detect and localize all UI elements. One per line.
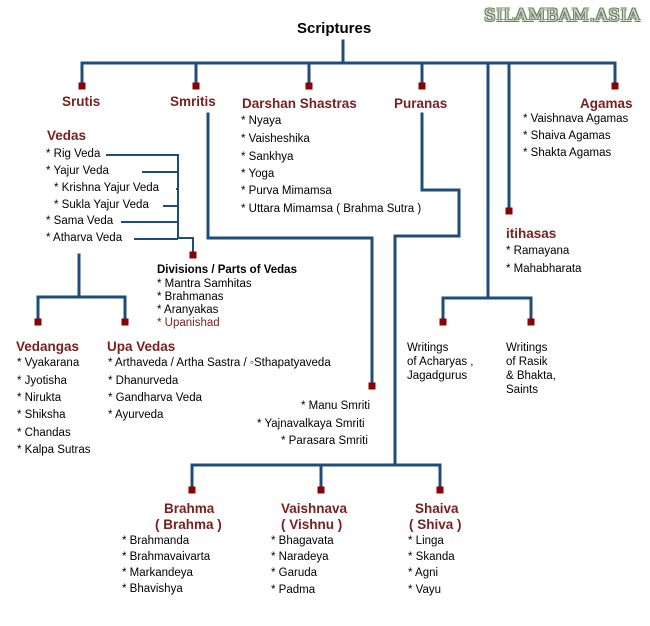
vaishnava-item: * Naradeya	[271, 551, 329, 563]
divisions-heading: Divisions / Parts of Vedas	[157, 264, 297, 276]
vaishnava-item: * Bhagavata	[271, 535, 334, 547]
connector-line	[393, 112, 461, 467]
node-marker	[436, 486, 444, 494]
node-marker	[192, 82, 200, 90]
srutis-heading: Srutis	[62, 94, 101, 109]
node-marker	[121, 318, 129, 326]
darshan-item: * Uttara Mimamsa ( Brahma Sutra )	[241, 203, 422, 215]
shaiva-heading: Shaiva	[415, 501, 459, 516]
shaiva-item: * Vayu	[408, 584, 442, 596]
shaiva-item: * Agni	[408, 567, 439, 579]
node-marker	[34, 318, 42, 326]
smritis-heading: Smritis	[170, 94, 216, 109]
itihasas-item: * Mahabharata	[506, 263, 582, 275]
node-marker	[305, 82, 313, 90]
agamas-item: * Shaiva Agamas	[523, 130, 611, 142]
upavedas-item: * Ayurveda	[108, 409, 164, 421]
vaishnava-item: * Padma	[271, 584, 316, 596]
node-marker	[188, 486, 196, 494]
vedas-item: * Rig Veda	[46, 148, 101, 160]
upavedas-item: * Gandharva Veda	[108, 392, 202, 404]
node-marker	[418, 82, 426, 90]
node-marker	[439, 318, 447, 326]
vaishnava-heading: Vaishnava	[281, 501, 348, 516]
vedangas-item: * Jyotisha	[17, 375, 67, 387]
vedas-item: * Yajur Veda	[46, 165, 109, 177]
puranas-heading: Puranas	[394, 96, 448, 111]
darshan-heading: Darshan Shastras	[242, 96, 357, 111]
upavedas-heading: Upa Vedas	[107, 339, 176, 354]
site-logo: SILAMBAM.ASIA	[484, 6, 641, 26]
agamas-heading: Agamas	[580, 96, 633, 111]
itihasas-heading: itihasas	[506, 226, 557, 241]
node-marker	[527, 318, 535, 326]
darshan-item: * Nyaya	[241, 115, 282, 127]
vedangas-item: * Chandas	[17, 427, 71, 439]
vaishnava-subheading: ( Vishnu )	[281, 517, 343, 532]
brahma-item: * Bhavishya	[122, 583, 183, 595]
darshan-item: * Vaisheshika	[241, 133, 310, 145]
darshan-item: * Yoga	[241, 168, 275, 180]
agamas-item: * Shakta Agamas	[523, 147, 612, 159]
vedangas-item: * Shiksha	[17, 409, 66, 421]
divisions-item: * Brahmanas	[157, 291, 224, 303]
connector-line	[206, 112, 374, 388]
brahma-subheading: ( Brahma )	[155, 517, 222, 532]
node-marker	[505, 207, 513, 215]
upavedas-item: * Dhanurveda	[108, 375, 179, 387]
writings-acharyas-label: Writings of Acharyas , Jagadgurus	[407, 342, 474, 382]
vedangas-heading: Vedangas	[16, 339, 80, 354]
itihasas-item: * Ramayana	[506, 245, 570, 257]
vedas-item: * Atharva Veda	[46, 232, 123, 244]
node-marker	[189, 251, 197, 259]
brahma-heading: Brahma	[164, 501, 215, 516]
divisions-item-upanishad: * Upanishad	[157, 317, 220, 329]
writings-rasik-label: Writings of Rasik & Bhakta, Saints	[506, 342, 556, 396]
node-marker	[611, 82, 619, 90]
vedas-item: * Sama Veda	[46, 215, 114, 227]
root-node-scriptures: Scriptures	[297, 20, 372, 37]
vedangas-item: * Vyakarana	[17, 357, 80, 369]
smritis-item: * Parasara Smriti	[281, 435, 368, 447]
brahma-item: * Brahmanda	[122, 535, 190, 547]
smritis-item: * Yajnavalkaya Smriti	[257, 418, 365, 430]
vaishnava-item: * Garuda	[271, 567, 318, 579]
divisions-item: * Mantra Samhitas	[157, 278, 252, 290]
shaiva-subheading: ( Shiva )	[409, 517, 462, 532]
shaiva-item: * Skanda	[408, 551, 455, 563]
vedangas-item: * Nirukta	[17, 392, 62, 404]
vedas-item: * Sukla Yajur Veda	[54, 199, 149, 211]
darshan-item: * Sankhya	[241, 151, 294, 163]
brahma-item: * Brahmavaivarta	[122, 551, 211, 563]
node-marker	[78, 82, 86, 90]
vedangas-item: * Kalpa Sutras	[17, 444, 91, 456]
shaiva-item: * Linga	[408, 535, 444, 547]
divisions-item: * Aranyakas	[157, 304, 219, 316]
vedas-heading: Vedas	[47, 128, 87, 143]
darshan-item: * Purva Mimamsa	[241, 185, 332, 197]
node-marker	[317, 486, 325, 494]
smritis-item: * Manu Smriti	[301, 400, 371, 412]
upavedas-item: * Arthaveda / Artha Sastra / ◦Sthapatyav…	[108, 357, 331, 369]
node-marker	[368, 382, 376, 390]
vedas-item: * Krishna Yajur Veda	[54, 182, 160, 194]
agamas-item: * Vaishnava Agamas	[523, 113, 629, 125]
brahma-item: * Markandeya	[122, 567, 193, 579]
